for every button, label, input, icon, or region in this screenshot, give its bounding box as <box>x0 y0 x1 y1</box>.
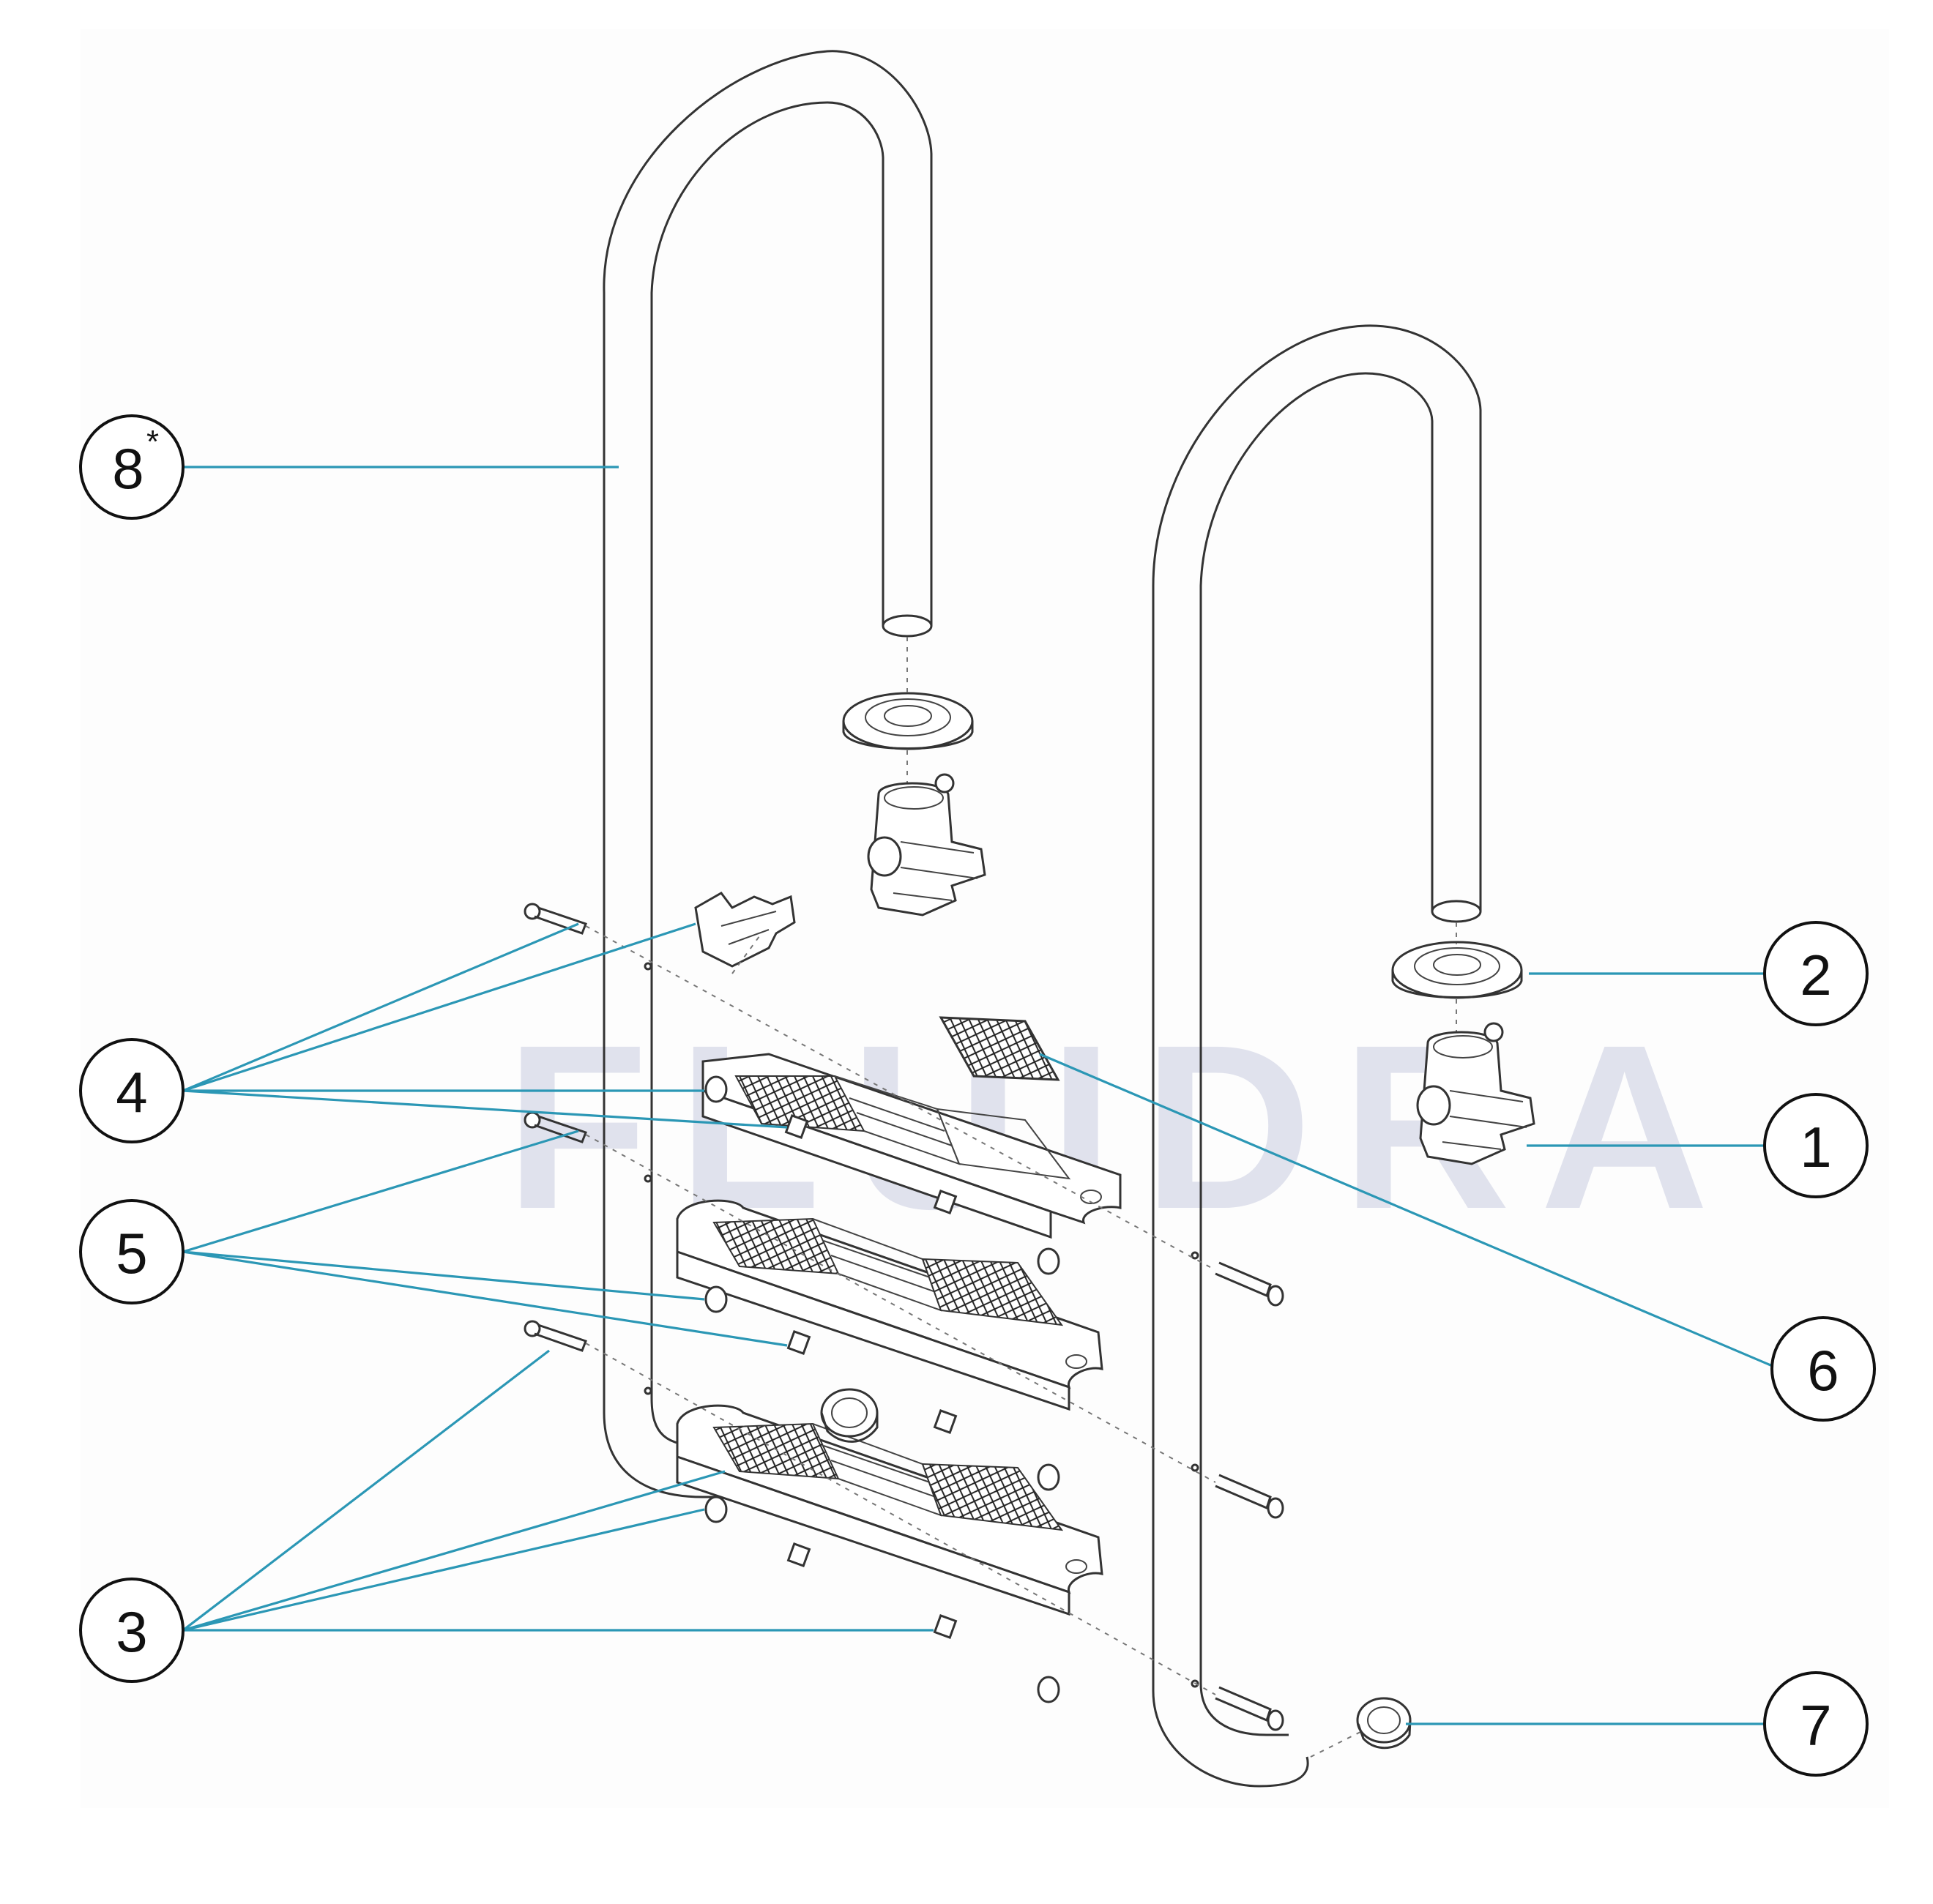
washer <box>704 1496 728 1523</box>
nut <box>933 1409 958 1434</box>
step-bottom <box>676 1404 1103 1616</box>
step-clamp <box>694 892 796 968</box>
callout-1: 1 <box>1763 1093 1869 1198</box>
svg-text:7: 7 <box>1800 1693 1831 1758</box>
callout-5: 5 <box>79 1199 185 1304</box>
bushing <box>820 1388 879 1443</box>
left-anchor <box>867 773 986 916</box>
leader-lines <box>182 466 1780 1725</box>
left-escutcheon <box>842 692 974 750</box>
washer <box>1037 1676 1060 1703</box>
svg-text:3: 3 <box>116 1599 147 1664</box>
callout-3: 3 <box>79 1578 185 1683</box>
nut <box>933 1614 958 1639</box>
right-anchor <box>1416 1022 1535 1165</box>
washer <box>1037 1463 1060 1491</box>
washer <box>704 1075 728 1103</box>
bolt-left-bottom <box>524 1320 587 1352</box>
nut <box>786 1330 811 1355</box>
bolt-left-top <box>524 903 587 935</box>
svg-text:2: 2 <box>1800 943 1831 1007</box>
bolt-right-middle <box>1215 1474 1284 1519</box>
nut <box>933 1190 958 1214</box>
svg-text:8: 8 <box>112 436 144 501</box>
right-handrail <box>1152 324 1482 1788</box>
callout-8: 8 * <box>79 414 185 520</box>
washer <box>1037 1247 1060 1275</box>
anti-slip-pad <box>939 1016 1060 1081</box>
nut <box>786 1542 811 1567</box>
end-cap <box>1356 1697 1412 1750</box>
bolt-right-top <box>1215 1261 1284 1307</box>
callout-4: 4 <box>79 1038 185 1143</box>
step-middle <box>676 1199 1103 1411</box>
svg-text:4: 4 <box>116 1060 147 1124</box>
svg-text:1: 1 <box>1800 1115 1831 1179</box>
callout-6: 6 <box>1770 1316 1876 1422</box>
bolt-right-bottom <box>1215 1686 1284 1731</box>
right-escutcheon <box>1391 941 1523 999</box>
callout-2: 2 <box>1763 921 1869 1026</box>
svg-text:6: 6 <box>1807 1338 1839 1403</box>
svg-text:5: 5 <box>116 1221 147 1285</box>
callout-7: 7 <box>1763 1671 1869 1777</box>
svg-text:*: * <box>146 424 159 460</box>
washer <box>704 1285 728 1313</box>
nut <box>784 1114 809 1139</box>
